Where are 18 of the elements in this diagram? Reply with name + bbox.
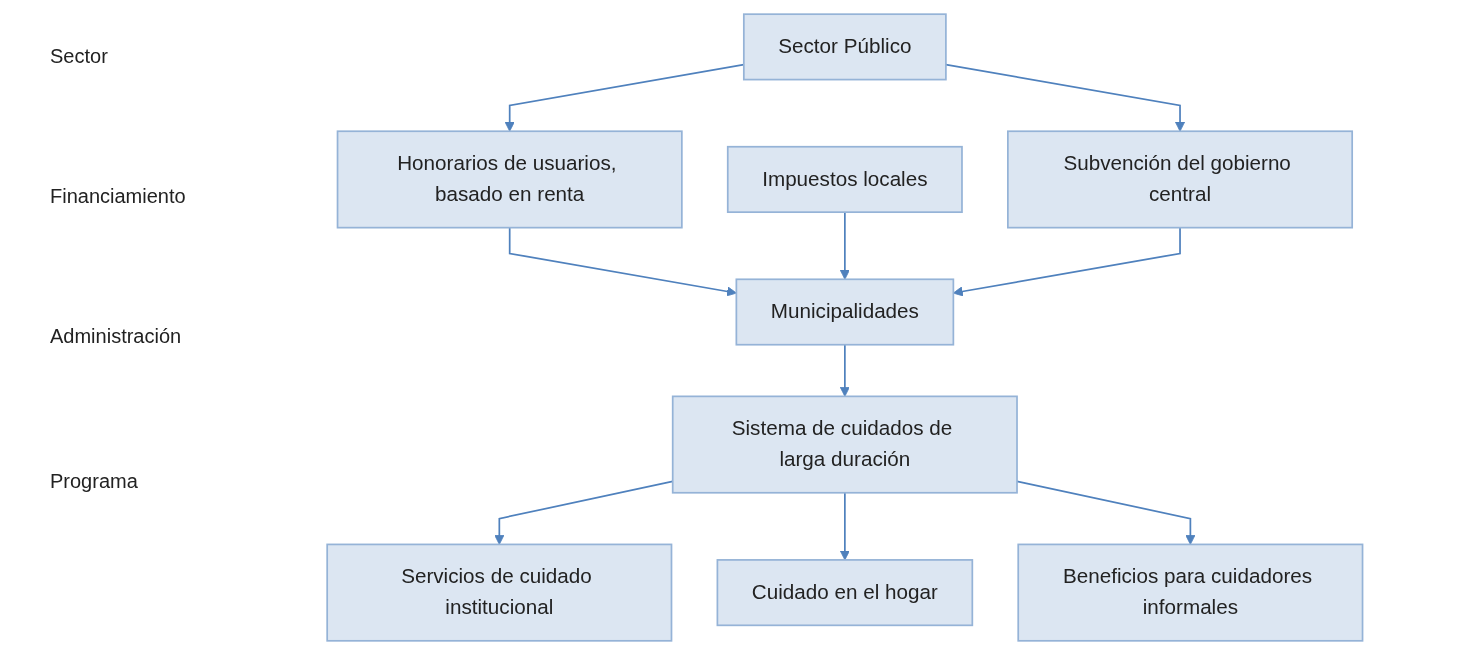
node-box: Impuestos locales [727,145,963,213]
row-label: Administración [50,325,182,348]
node-box: Cuidado en el hogar [716,559,974,627]
arrow [839,343,851,397]
node-box: Municipalidades [735,278,955,346]
node-box: Sector Público [743,13,947,81]
arrow [508,226,737,297]
node-box: Honorarios de usuarios, basado en renta [336,130,683,229]
node-box: Servicios de cuidado institucional [326,543,673,642]
node-box: Sistema de cuidados de larga duración [672,395,1018,494]
row-label: Programa [50,470,138,493]
row-label: Financiamiento [50,185,186,208]
arrow [839,211,851,280]
node-box: Subvención del gobierno central [1007,130,1354,229]
arrow [953,226,1182,297]
row-label: Sector [50,45,108,68]
node-box: Beneficios para cuidadores informales [1017,543,1364,642]
arrow [839,491,851,561]
